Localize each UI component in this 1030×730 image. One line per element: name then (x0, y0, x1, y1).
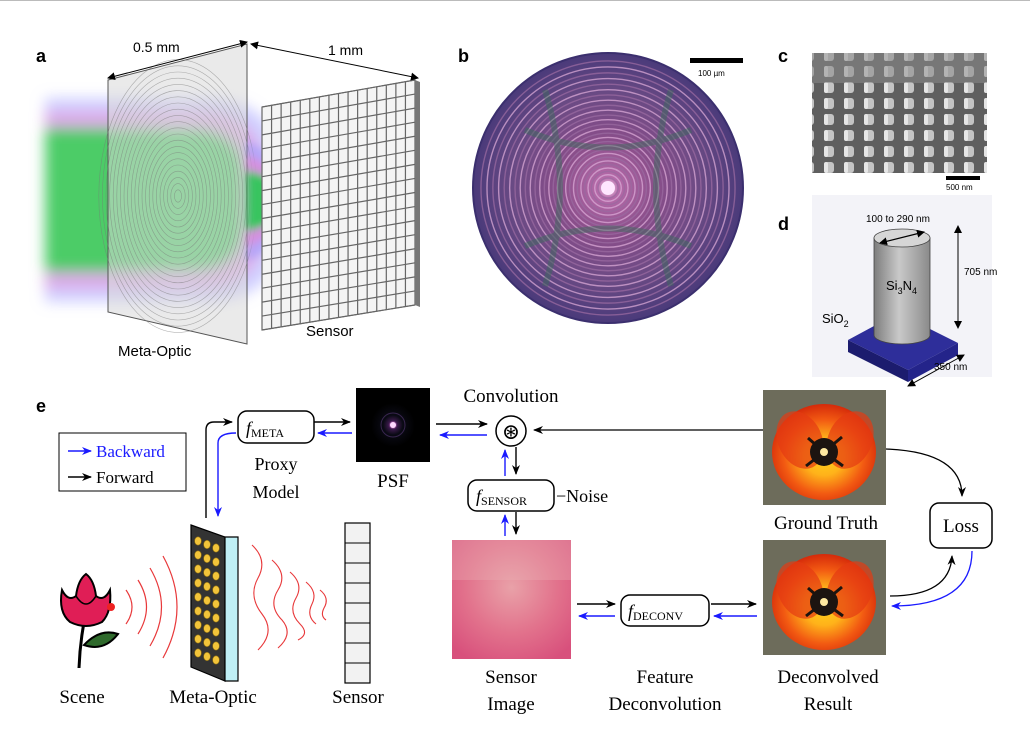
f-deconv-box (620, 594, 710, 627)
loss-label: Loss (943, 516, 979, 537)
sem-far-row (812, 53, 987, 83)
panel-c-letter: c (778, 46, 788, 66)
scene-waves (125, 555, 178, 659)
feature-label-1: Feature (637, 667, 694, 688)
dim-arrow-gap (250, 41, 419, 81)
scene-label: Scene (59, 687, 104, 708)
period-arrow (907, 354, 965, 387)
lens-center (601, 181, 615, 195)
arrow-gt-to-loss (885, 448, 966, 497)
deconvolved-image (763, 540, 886, 655)
arrow-fmeta-to-optic (214, 432, 237, 517)
lens-rings (480, 60, 736, 316)
substrate-left (848, 340, 908, 382)
scale-label-c: 500 nm (946, 183, 973, 192)
proxy-label-1: Proxy (254, 454, 297, 474)
pillar-material-label: Si3N4 (886, 278, 917, 296)
sensor-image (452, 540, 571, 659)
psf-core (390, 422, 396, 428)
legend-backward-label: Backward (96, 442, 165, 461)
arrow-optic-to-fmeta (205, 418, 233, 518)
deconv-label-2: Result (804, 694, 853, 715)
meta-optic-rings (98, 59, 258, 333)
scale-bar-b (690, 58, 743, 63)
f-meta-box (237, 410, 315, 444)
panel-b: 100 µm (472, 52, 744, 324)
psf-label: PSF (377, 471, 409, 492)
f-meta-label: fMETA (246, 418, 284, 440)
ground-truth-label: Ground Truth (774, 513, 878, 534)
metalens-edge (472, 52, 744, 324)
meta-optic-label: Meta-Optic (118, 343, 192, 360)
scale-bar-c (946, 176, 980, 180)
scale-label-b: 100 µm (698, 69, 725, 78)
noise-label: −Noise (556, 486, 608, 506)
sensor-e-label: Sensor (332, 687, 384, 708)
f-sensor-box (467, 479, 555, 512)
dim-arrow-optic (107, 39, 248, 81)
panel-d-letter: d (778, 214, 789, 234)
dim-optic-label: 0.5 mm (133, 39, 180, 55)
psf-ring (380, 412, 406, 438)
convolution-symbol: ⊛ (502, 419, 520, 444)
legend: Backward Forward (58, 432, 187, 492)
sensor-column (344, 522, 371, 684)
loss-box (929, 502, 993, 549)
sensor-image-haze (452, 540, 571, 580)
feature-label-2: Deconvolution (609, 694, 722, 715)
sensor-label: Sensor (306, 323, 354, 340)
substrate-material-label: SiO2 (822, 311, 849, 329)
f-deconv-label: fDECONV (628, 601, 683, 623)
arrow-result-to-loss (889, 555, 956, 597)
sensor-image-label-2: Image (487, 694, 534, 715)
period-label: 350 nm (934, 362, 967, 373)
lens-pattern (523, 89, 693, 287)
convolution-node (495, 415, 527, 447)
panel-a-letter: a (36, 46, 47, 66)
nanopillar (873, 237, 931, 345)
diameter-label: 100 to 290 nm (866, 214, 930, 225)
proxy-label-2: Model (253, 482, 300, 502)
sensor-grid (261, 79, 420, 331)
f-sensor-label: fSENSOR (476, 486, 527, 508)
panel-b-letter: b (458, 46, 469, 66)
diameter-arrow (879, 229, 925, 246)
panel-e-letter: e (36, 396, 46, 416)
scene-rose (60, 572, 120, 669)
height-label: 705 nm (964, 267, 997, 278)
deconv-label-1: Deconvolved (777, 667, 879, 688)
panel-e: Backward Forward fMETA Proxy Model PSF C… (58, 386, 993, 715)
focused-waves (251, 544, 327, 651)
convolution-label: Convolution (463, 386, 559, 407)
ground-truth-image (763, 390, 886, 505)
arrow-loss-to-result (891, 550, 973, 610)
legend-forward-label: Forward (96, 468, 154, 487)
meta-optic-device (190, 524, 239, 682)
meta-optic-e-label: Meta-Optic (169, 687, 257, 708)
sensor-image-label-1: Sensor (485, 667, 537, 688)
panel-a: 0.5 mm 1 mm Meta-Optic Sensor (45, 39, 420, 360)
panel-d: 100 to 290 nm 705 nm 350 nm Si3N4 SiO2 (812, 195, 997, 387)
panel-c: 500 nm (812, 53, 987, 192)
dim-gap-label: 1 mm (328, 42, 363, 58)
